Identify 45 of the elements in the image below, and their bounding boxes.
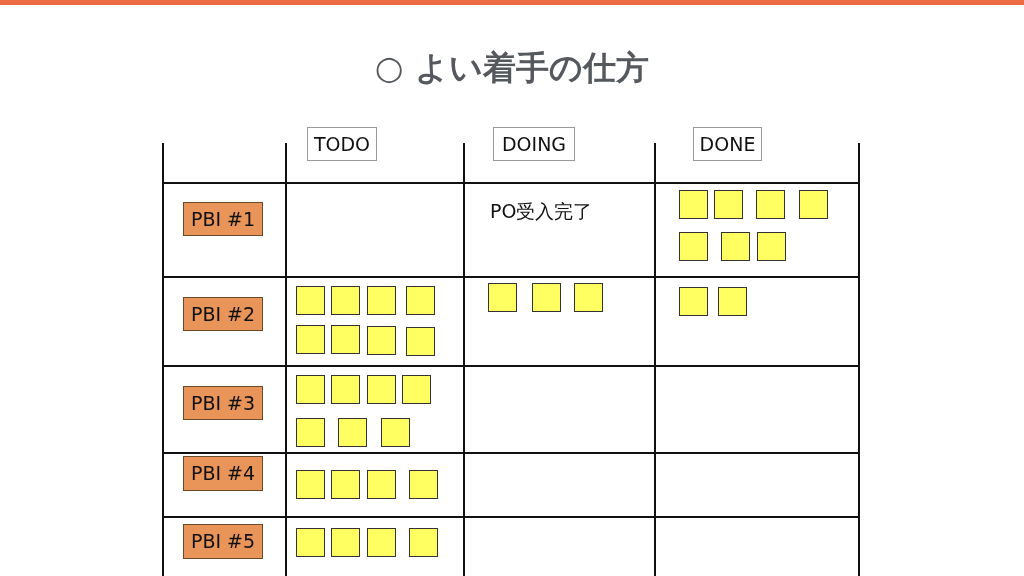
sticky-note	[296, 325, 325, 354]
sticky-note	[338, 418, 367, 447]
sticky-note	[331, 286, 360, 315]
sticky-note	[331, 375, 360, 404]
sticky-note	[718, 287, 747, 316]
sticky-note	[367, 528, 396, 557]
sticky-note	[296, 470, 325, 499]
sticky-note	[296, 418, 325, 447]
sticky-note	[402, 375, 431, 404]
column-header: DOING	[493, 127, 575, 161]
sticky-note	[679, 190, 708, 219]
sticky-note	[406, 286, 435, 315]
sticky-note	[756, 190, 785, 219]
sticky-note	[799, 190, 828, 219]
sticky-note	[367, 326, 396, 355]
backlog-item-card: PBI #3	[183, 386, 263, 420]
sticky-note	[331, 325, 360, 354]
cell-note: PO受入完了	[490, 199, 593, 223]
backlog-item-card: PBI #4	[183, 456, 263, 491]
sticky-note	[367, 375, 396, 404]
column-header: TODO	[307, 127, 377, 161]
sticky-note	[367, 286, 396, 315]
sticky-note	[331, 470, 360, 499]
sticky-note	[721, 232, 750, 261]
sticky-note	[381, 418, 410, 447]
sticky-note	[296, 286, 325, 315]
sticky-note	[331, 528, 360, 557]
sticky-note	[409, 528, 438, 557]
backlog-item-card: PBI #5	[183, 524, 263, 559]
column-header: DONE	[693, 127, 762, 161]
sticky-note	[679, 287, 708, 316]
sticky-note	[367, 470, 396, 499]
sticky-note	[679, 232, 708, 261]
sticky-note	[532, 283, 561, 312]
sticky-note	[574, 283, 603, 312]
backlog-item-card: PBI #2	[183, 297, 263, 331]
sticky-note	[296, 528, 325, 557]
sticky-note	[488, 283, 517, 312]
sticky-note	[296, 375, 325, 404]
sticky-note	[714, 190, 743, 219]
sticky-note	[757, 232, 786, 261]
backlog-item-card: PBI #1	[183, 202, 263, 236]
slide-title: ○ よい着手の仕方	[374, 47, 650, 89]
sticky-note	[409, 470, 438, 499]
sticky-note	[406, 327, 435, 356]
